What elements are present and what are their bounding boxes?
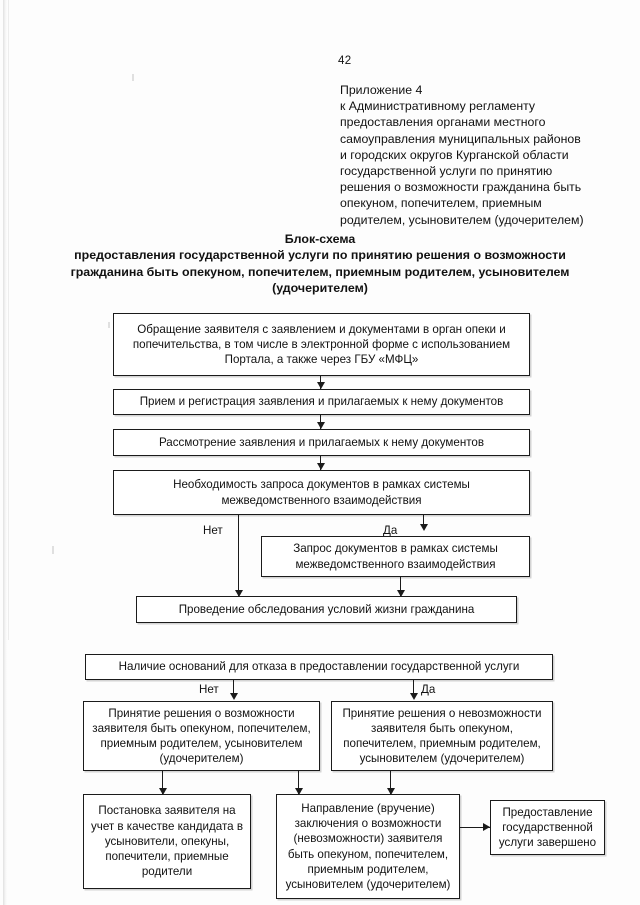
flow-box-living-conditions-survey: Проведение обследования условий жизни гр… xyxy=(136,596,517,623)
scan-edge-artifact xyxy=(3,0,7,905)
branch-label-no: Нет xyxy=(203,524,223,537)
flow-box-text: Прием и регистрация заявления и прилагае… xyxy=(139,395,504,409)
scan-edge-artifact-secondary xyxy=(8,0,9,640)
flow-box-application-submission: Обращение заявителя с заявлением и докум… xyxy=(113,313,530,376)
appendix-line: к Административному регламенту xyxy=(340,99,536,114)
arrow-down-icon xyxy=(234,590,243,597)
flow-box-acceptance-registration: Прием и регистрация заявления и прилагае… xyxy=(113,389,530,415)
flow-box-text: Наличие оснований для отказа в предостав… xyxy=(118,660,520,674)
scheme-title-line: гражданина быть опекуном, попечителем, п… xyxy=(70,264,570,279)
connector-line xyxy=(390,771,392,794)
appendix-line: опекуном, попечителем, приемным xyxy=(340,196,542,211)
flow-box-text: Постановка заявителя на учет в качестве … xyxy=(90,804,243,879)
branch-label-yes: Да xyxy=(421,683,436,696)
flow-box-text: Принятие решения о возможности заявителя… xyxy=(92,706,311,766)
appendix-line: решения о возможности гражданина быть xyxy=(340,180,582,195)
arrow-down-icon xyxy=(229,693,238,700)
flow-box-need-interagency-request: Необходимость запроса документов в рамка… xyxy=(113,470,530,515)
arrow-down-icon xyxy=(409,693,418,700)
arrow-down-icon xyxy=(316,422,325,429)
appendix-line: самоуправления муниципальных районов xyxy=(340,131,581,146)
scheme-title-heading: Блок-схема xyxy=(284,232,356,246)
flow-box-interagency-request: Запрос документов в рамках системы межве… xyxy=(261,536,530,577)
scheme-title-line: (удочерителем) xyxy=(272,281,368,296)
appendix-line: родителем, усыновителем (удочерителем) xyxy=(340,212,584,227)
arrow-down-icon xyxy=(316,463,325,470)
connector-line xyxy=(298,771,300,794)
connector-line xyxy=(460,827,490,829)
flow-box-text: Необходимость запроса документов в рамка… xyxy=(173,478,470,507)
appendix-reference-block: Приложение 4 к Административному регламе… xyxy=(340,82,630,228)
flow-box-text: Проведение обследования условий жизни гр… xyxy=(178,602,475,616)
branch-label-yes: Да xyxy=(383,524,398,537)
flow-box-decision-possible: Принятие решения о возможности заявителя… xyxy=(83,701,320,771)
arrow-down-icon xyxy=(386,788,395,795)
arrow-down-icon xyxy=(419,524,428,531)
flow-box-text: Принятие решения о невозможности заявите… xyxy=(342,706,542,766)
appendix-line: и городских округов Курганской области xyxy=(340,147,569,162)
scheme-title: Блок-схема предоставления государственно… xyxy=(55,231,585,297)
arrow-down-icon xyxy=(316,382,325,389)
connector-line xyxy=(233,680,235,698)
connector-line xyxy=(238,515,240,596)
flow-box-text: Запрос документов в рамках системы межве… xyxy=(293,542,498,571)
scheme-title-line: предоставления государственной услуги по… xyxy=(74,248,566,263)
scan-speck xyxy=(108,322,110,328)
arrow-down-icon xyxy=(396,590,405,597)
flow-box-text: Обращение заявителя с заявлением и докум… xyxy=(132,322,511,367)
scan-speck xyxy=(52,546,54,554)
flow-box-decision-impossible: Принятие решения о невозможности заявите… xyxy=(331,701,553,771)
arrow-down-icon xyxy=(158,788,167,795)
flow-box-text: Направление (вручение) заключения о возм… xyxy=(285,801,451,891)
flow-box-review-application: Рассмотрение заявления и прилагаемых к н… xyxy=(113,429,530,456)
scan-speck xyxy=(132,74,134,81)
connector-line xyxy=(413,680,415,698)
connector-line xyxy=(400,577,402,596)
arrow-down-icon xyxy=(294,788,303,795)
branch-label-no: Нет xyxy=(199,683,219,696)
connector-line xyxy=(162,771,164,794)
flow-box-text: Рассмотрение заявления и прилагаемых к н… xyxy=(158,435,485,449)
flow-box-grounds-for-refusal: Наличие оснований для отказа в предостав… xyxy=(85,654,553,680)
flow-box-send-conclusion: Направление (вручение) заключения о возм… xyxy=(276,794,460,899)
flow-box-text: Предоставление государственной услуги за… xyxy=(498,805,597,850)
page-number: 42 xyxy=(338,55,352,67)
appendix-line: предоставления органами местного xyxy=(340,115,546,130)
flow-box-register-candidate: Постановка заявителя на учет в качестве … xyxy=(83,794,251,889)
connector-line xyxy=(423,515,425,529)
appendix-line: государственной услуги по принятию xyxy=(340,164,553,179)
appendix-line: Приложение 4 xyxy=(340,83,423,97)
arrow-right-icon xyxy=(483,823,490,831)
flow-box-service-complete: Предоставление государственной услуги за… xyxy=(490,800,605,855)
